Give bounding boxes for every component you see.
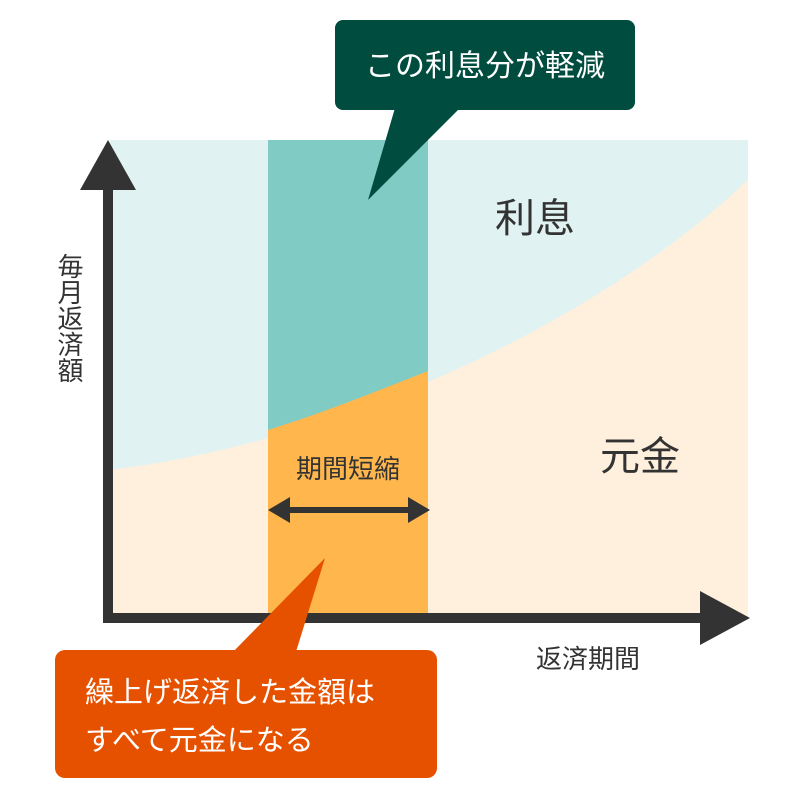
x-axis-label: 返済期間 (536, 645, 640, 675)
callout-line-2: すべて元金になる (85, 723, 314, 757)
principal-label: 元金 (600, 434, 680, 480)
callout-line-1: 繰上げ返済した金額は (85, 675, 375, 709)
interest-label: 利息 (495, 196, 575, 242)
callout-tail (368, 108, 460, 200)
callout-text: この利息分が軽減 (365, 49, 605, 84)
arrow-left-icon (268, 497, 290, 523)
callout-box (55, 650, 437, 778)
period-shortening-label: 期間短縮 (296, 455, 400, 485)
callout-interest-reduced: この利息分が軽減 (335, 20, 635, 200)
y-axis-arrow-icon (80, 140, 136, 190)
callout-box (335, 20, 635, 110)
x-axis-arrow-icon (700, 591, 750, 645)
arrow-right-icon (408, 497, 430, 523)
callout-principal: 繰上げ返済した金額は すべて元金になる (55, 558, 437, 778)
y-axis-label: 毎月返済額 (53, 253, 83, 383)
callout-tail (230, 558, 325, 655)
prepaid-principal-band (268, 371, 428, 618)
